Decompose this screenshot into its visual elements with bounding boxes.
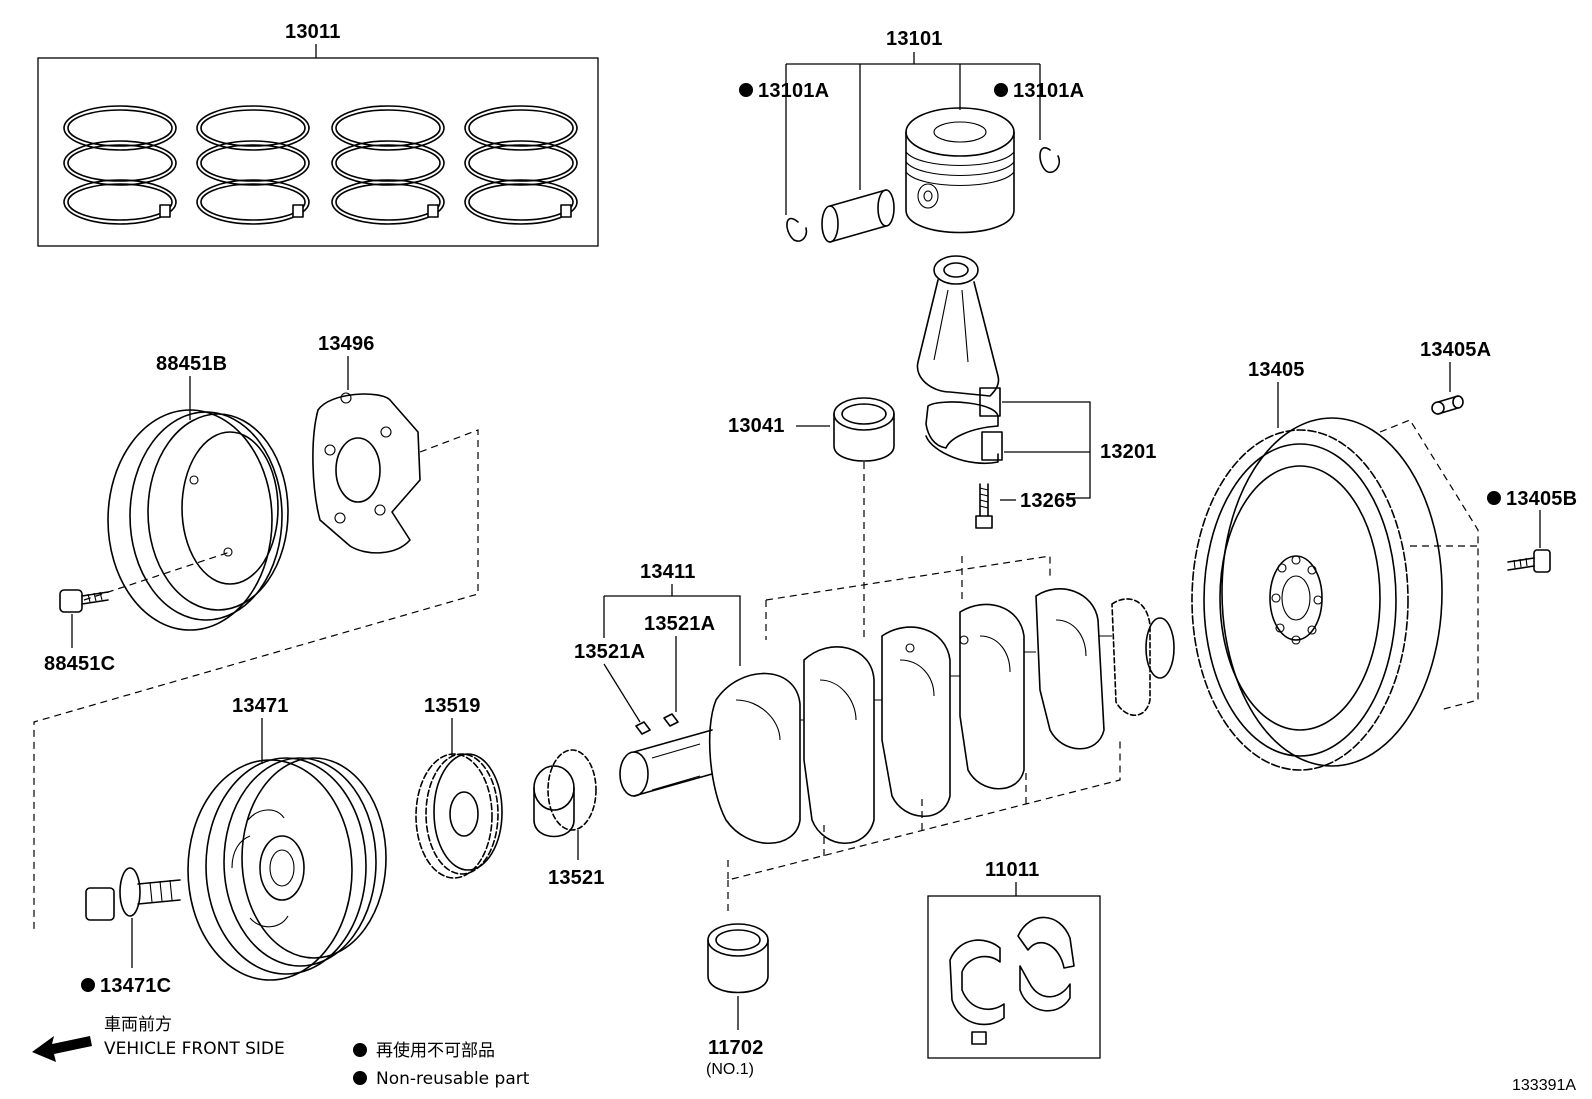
piston-ring-set-box [37, 57, 599, 247]
flywheel-dowel-pin [1431, 395, 1464, 415]
nonreusable-dot-icon [1487, 491, 1501, 505]
nonreusable-dot-icon [353, 1043, 367, 1057]
piston-group: 13101 13101A 13101A [739, 28, 1084, 243]
label-13521A-right[interactable]: 13521A [644, 613, 715, 635]
label-11011[interactable]: 11011 [985, 859, 1039, 881]
label-13496[interactable]: 13496 [318, 333, 375, 355]
snap-ring-left [786, 217, 808, 242]
diagram-id: 133391A [1512, 1077, 1576, 1094]
label-13201[interactable]: 13201 [1100, 441, 1157, 463]
connecting-rod-group: 13201 13265 [916, 255, 1157, 529]
nonreusable-dot-icon [353, 1071, 367, 1085]
nonreusable-dot-icon [994, 83, 1008, 97]
crankshaft-sprocket [533, 749, 597, 838]
label-13101[interactable]: 13101 [886, 28, 943, 50]
connecting-rod [916, 255, 1003, 464]
label-13521A-left[interactable]: 13521A [574, 641, 645, 663]
label-13405A[interactable]: 13405A [1420, 339, 1491, 361]
label-11702-note: (NO.1) [706, 1061, 754, 1078]
pulley-bolt-13471C [85, 867, 181, 921]
label-11702[interactable]: 11702 [708, 1037, 764, 1059]
woodruff-key-left [635, 721, 651, 735]
piston-ring-set-group: 13011 [37, 21, 599, 247]
pulley-bolt-88451C [59, 589, 109, 613]
crank-angle-sensor-plate-group: 13496 [312, 333, 421, 554]
label-13521[interactable]: 13521 [548, 867, 605, 889]
flywheel-group: 13405 13405A 13405B [1191, 339, 1577, 771]
main-bearing-group: 11702 (NO.1) [706, 923, 769, 1078]
crank-angle-sensor-plate [312, 392, 421, 554]
legend-front-en: VEHICLE FRONT SIDE [104, 1039, 285, 1059]
label-88451C[interactable]: 88451C [44, 653, 115, 675]
label-88451B[interactable]: 88451B [156, 353, 227, 375]
vehicle-front-arrow-icon [32, 1036, 92, 1062]
thrust-washer-set-box [927, 895, 1101, 1059]
label-13011[interactable]: 13011 [285, 21, 341, 43]
legend-nonreusable-jp: 再使用不可部品 [376, 1040, 495, 1061]
crank-pin-bearing-group: 13041 [728, 397, 895, 640]
connecting-rod-bolt [975, 483, 993, 529]
nonreusable-dot-icon [81, 978, 95, 992]
crankshaft-group: 13411 13521A 13521A [574, 555, 1175, 916]
snap-ring-right [1039, 147, 1061, 174]
label-13101A-right[interactable]: 13101A [1013, 80, 1084, 102]
crankshaft-sprocket-group: 13521 [533, 749, 605, 889]
label-13411[interactable]: 13411 [640, 561, 696, 583]
main-bearing [707, 923, 769, 994]
thrust-washer-set-group: 11011 [927, 859, 1101, 1059]
label-13471[interactable]: 13471 [232, 695, 289, 717]
label-13041[interactable]: 13041 [728, 415, 785, 437]
label-13265[interactable]: 13265 [1020, 490, 1077, 512]
crankshaft [619, 588, 1175, 844]
crankshaft-pulley-front-group: 13471 13471C [81, 695, 387, 997]
crankshaft-pulley-back [107, 409, 289, 631]
legend-front-jp: 車両前方 [104, 1015, 172, 1035]
crank-pin-bearing [833, 397, 895, 462]
piston-pin [821, 189, 895, 243]
legend: 車両前方 VEHICLE FRONT SIDE 再使用不可部品 Non-reus… [32, 1015, 530, 1089]
label-13101A-left[interactable]: 13101A [758, 80, 829, 102]
crankshaft-pulley-back-group: 88451B 88451C [44, 353, 289, 675]
flywheel-bolt [1507, 549, 1551, 573]
label-13405B[interactable]: 13405B [1506, 488, 1577, 510]
piston-ring-stack [63, 105, 578, 225]
crankshaft-timing-gear-group: 13519 [415, 695, 503, 879]
nonreusable-dot-icon [739, 83, 753, 97]
piston-body [905, 107, 1015, 234]
label-13471C[interactable]: 13471C [100, 975, 171, 997]
label-13519[interactable]: 13519 [424, 695, 481, 717]
crankshaft-pulley-front [187, 757, 387, 981]
crankshaft-timing-gear [415, 753, 503, 879]
thrust-washer-set [949, 916, 1075, 1045]
legend-nonreusable-en: Non-reusable part [376, 1069, 530, 1089]
woodruff-key-right [663, 713, 679, 727]
label-13405[interactable]: 13405 [1248, 359, 1305, 381]
flywheel [1191, 417, 1443, 771]
